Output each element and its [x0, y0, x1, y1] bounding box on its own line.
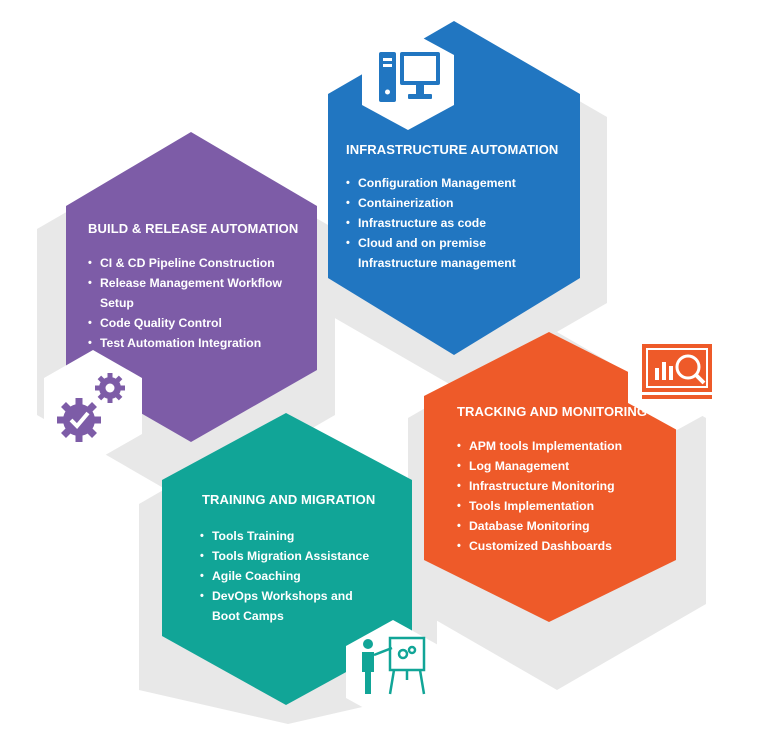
list-item: DevOps Workshops and Boot Camps — [200, 586, 372, 626]
training-section: TRAINING AND MIGRATION Tools Training To… — [200, 492, 400, 626]
infrastructure-section: INFRASTRUCTURE AUTOMATION Configuration … — [346, 142, 576, 273]
infrastructure-title: INFRASTRUCTURE AUTOMATION — [346, 142, 559, 157]
list-item: Cloud and on premise Infrastructure mana… — [346, 233, 528, 273]
list-item: Database Monitoring — [457, 516, 687, 536]
trainer-presentation-icon — [362, 636, 426, 695]
list-item: Configuration Management — [346, 173, 576, 193]
list-item: Tools Migration Assistance — [200, 546, 400, 566]
build-list: CI & CD Pipeline Construction Release Ma… — [88, 253, 318, 353]
list-item: Test Automation Integration — [88, 333, 318, 353]
list-item: CI & CD Pipeline Construction — [88, 253, 318, 273]
list-item: Infrastructure Monitoring — [457, 476, 687, 496]
trainer-badge — [346, 620, 440, 724]
list-item: Tools Implementation — [457, 496, 687, 516]
tracking-title: TRACKING AND MONITORING — [457, 404, 648, 419]
list-item: Tools Training — [200, 526, 400, 546]
gears-icon — [57, 373, 125, 442]
gears-badge — [44, 350, 142, 462]
list-item: Log Management — [457, 456, 687, 476]
list-item: Code Quality Control — [88, 313, 318, 333]
list-item: APM tools Implementation — [457, 436, 687, 456]
list-item: Release Management Workflow Setup — [88, 273, 300, 313]
tracking-section: TRACKING AND MONITORING APM tools Implem… — [457, 404, 687, 556]
analytics-monitor-icon — [642, 344, 712, 399]
build-section: BUILD & RELEASE AUTOMATION CI & CD Pipel… — [88, 221, 318, 353]
build-title: BUILD & RELEASE AUTOMATION — [88, 221, 299, 236]
computer-badge — [362, 30, 454, 130]
tracking-list: APM tools Implementation Log Management … — [457, 436, 687, 556]
training-list: Tools Training Tools Migration Assistanc… — [200, 526, 400, 626]
computer-icon — [379, 52, 440, 102]
infrastructure-list: Configuration Management Containerizatio… — [346, 173, 576, 273]
list-item: Customized Dashboards — [457, 536, 687, 556]
training-title: TRAINING AND MIGRATION — [202, 492, 376, 507]
list-item: Containerization — [346, 193, 576, 213]
list-item: Infrastructure as code — [346, 213, 576, 233]
analytics-badge — [628, 320, 726, 430]
list-item: Agile Coaching — [200, 566, 400, 586]
